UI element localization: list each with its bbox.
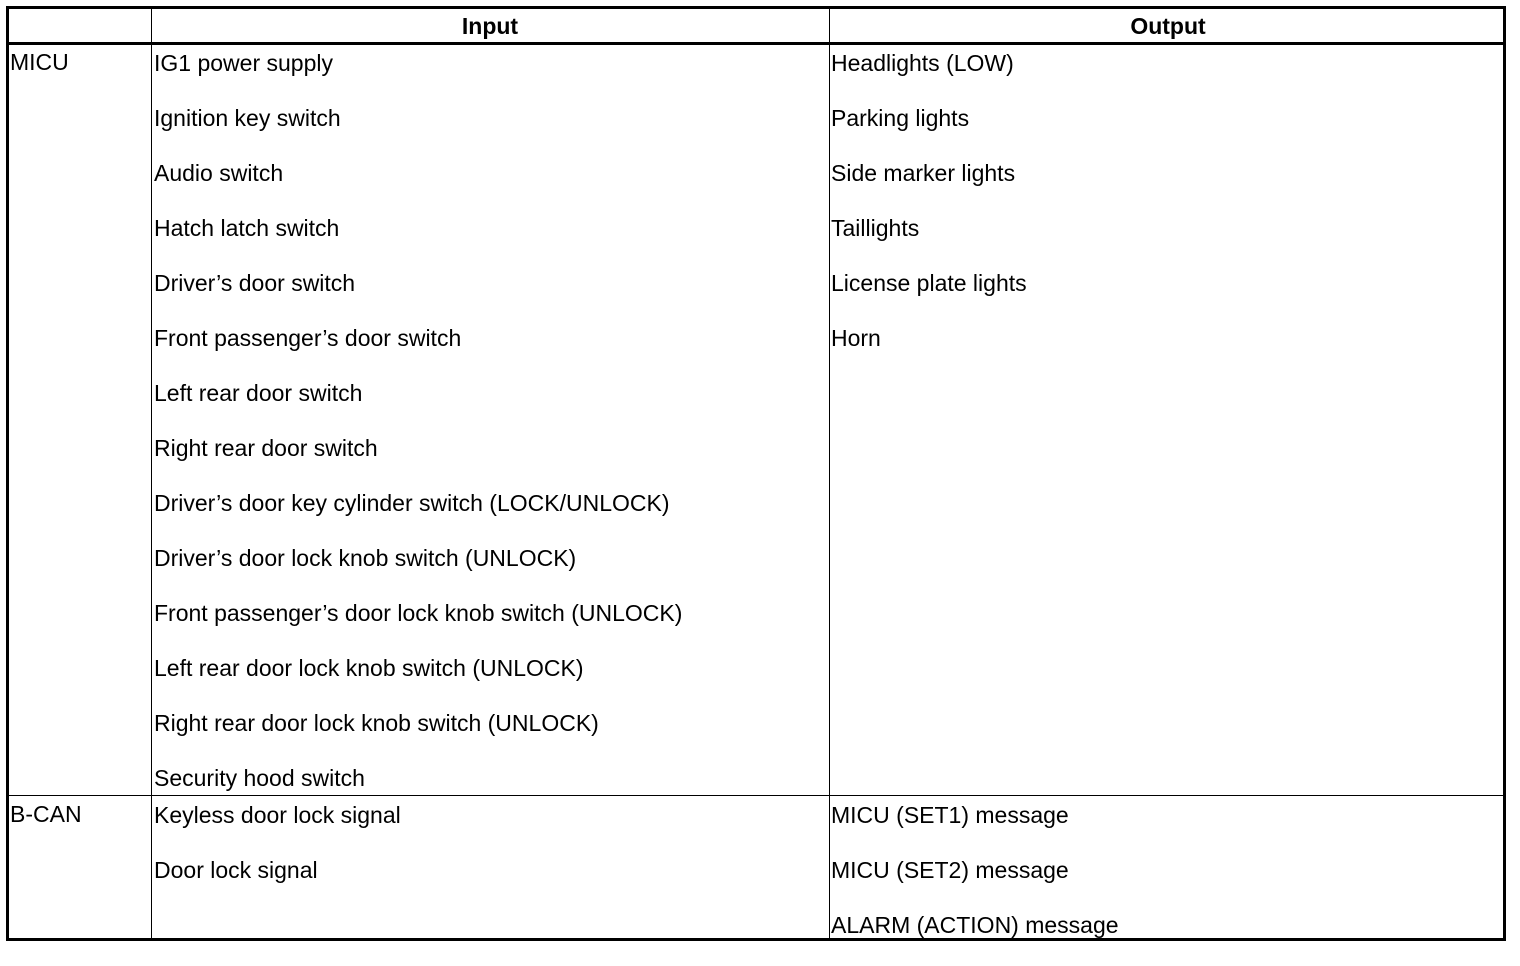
micu-input-list: IG1 power supply Ignition key switch Aud… — [154, 49, 682, 819]
list-item: Taillights — [831, 215, 920, 241]
list-item: Side marker lights — [831, 160, 1016, 186]
io-table: Input Output MICU IG1 power supply Ignit… — [6, 6, 1506, 941]
list-item: Right rear door lock knob switch (UNLOCK… — [154, 710, 599, 736]
section-divider — [9, 795, 1503, 796]
list-item: Door lock signal — [154, 857, 318, 883]
section-label-micu: MICU — [10, 49, 69, 75]
micu-output-list: Headlights (LOW) Parking lights Side mar… — [831, 49, 1027, 379]
list-item: License plate lights — [831, 270, 1027, 296]
list-item: Hatch latch switch — [154, 215, 340, 241]
list-item: Right rear door switch — [154, 435, 378, 461]
b-can-input-list: Keyless door lock signal Door lock signa… — [154, 801, 401, 911]
list-item: MICU (SET1) message — [831, 802, 1069, 828]
list-item: Left rear door lock knob switch (UNLOCK) — [154, 655, 584, 681]
header-divider — [9, 42, 1503, 45]
list-item: Left rear door switch — [154, 380, 363, 406]
list-item: Driver’s door switch — [154, 270, 356, 296]
section-label-b-can: B-CAN — [10, 801, 82, 827]
b-can-output-list: MICU (SET1) message MICU (SET2) message … — [831, 801, 1119, 966]
list-item: Horn — [831, 325, 881, 351]
list-item: Ignition key switch — [154, 105, 341, 131]
list-item: Front passenger’s door lock knob switch … — [154, 600, 683, 626]
input-column-header: Input — [461, 13, 519, 39]
output-column-header: Output — [1130, 13, 1206, 39]
list-item: Parking lights — [831, 105, 970, 131]
list-item: Security hood switch — [154, 765, 365, 791]
list-item: MICU (SET2) message — [831, 857, 1069, 883]
column-divider — [151, 9, 152, 938]
list-item: Driver’s door lock knob switch (UNLOCK) — [154, 545, 577, 571]
list-item: Keyless door lock signal — [154, 802, 401, 828]
list-item: Headlights (LOW) — [831, 50, 1014, 76]
column-divider — [829, 9, 830, 938]
list-item: Driver’s door key cylinder switch (LOCK/… — [154, 490, 670, 516]
list-item: IG1 power supply — [154, 50, 333, 76]
list-item: Front passenger’s door switch — [154, 325, 462, 351]
list-item: ALARM (ACTION) message — [831, 912, 1119, 938]
list-item: Audio switch — [154, 160, 284, 186]
